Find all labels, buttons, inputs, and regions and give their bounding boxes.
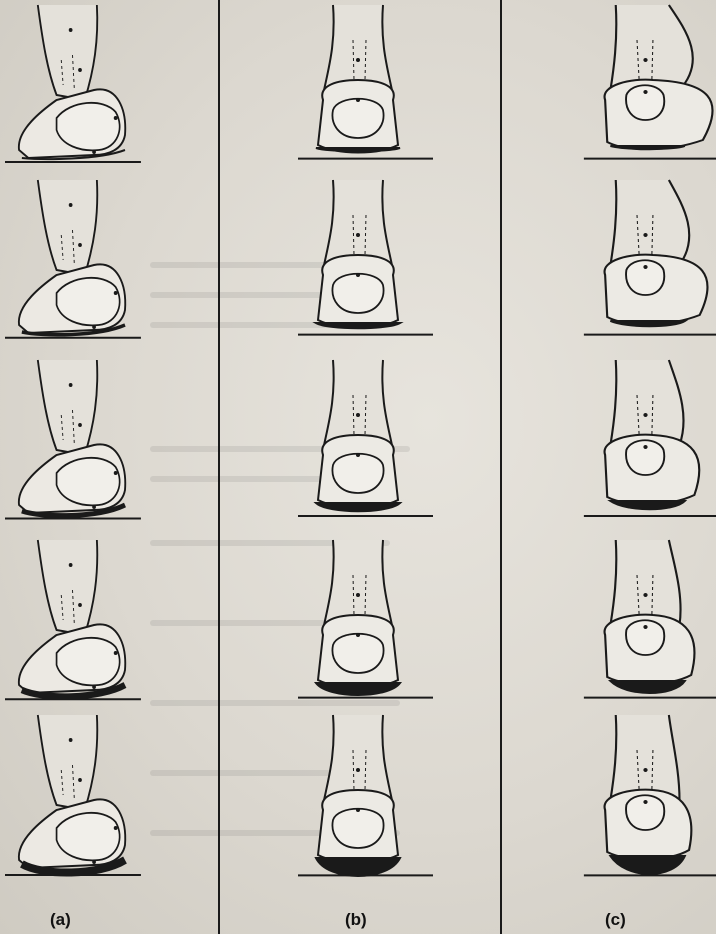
foot-drawing-b-4: [278, 535, 438, 710]
foot-drawing-b-2: [278, 175, 438, 350]
column-divider: [218, 0, 220, 934]
foot-drawing-a-3: [5, 355, 155, 530]
foot-drawing-a-4: [5, 535, 155, 710]
foot-drawing-c-1: [552, 0, 716, 175]
column-divider: [500, 0, 502, 934]
column-label-a: (a): [50, 910, 71, 930]
foot-drawing-c-2: [552, 175, 716, 350]
foot-drawing-c-4: [552, 535, 716, 710]
foot-drawing-a-5: [5, 710, 155, 885]
column-label-b: (b): [345, 910, 367, 930]
foot-drawing-c-3: [552, 355, 716, 530]
foot-drawing-b-1: [278, 0, 438, 175]
foot-drawing-b-3: [278, 355, 438, 530]
foot-drawing-c-5: [552, 710, 716, 885]
foot-drawing-a-1: [5, 0, 155, 175]
foot-drawing-b-5: [278, 710, 438, 885]
foot-drawing-a-2: [5, 175, 155, 350]
column-label-c: (c): [605, 910, 626, 930]
